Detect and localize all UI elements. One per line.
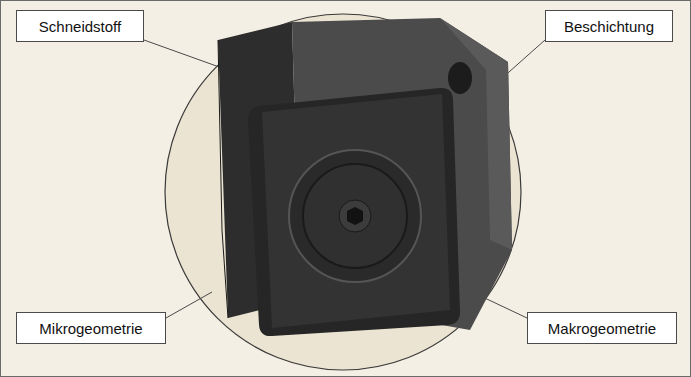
label-box: Makrogeometrie <box>527 312 677 344</box>
detail-circle <box>165 14 521 370</box>
label-box: Mikrogeometrie <box>16 312 166 344</box>
label-box: Schneidstoff <box>16 10 144 42</box>
cutting-insert <box>248 88 460 336</box>
label-box: Beschichtung <box>545 10 673 42</box>
part-label: Makrogeometrie <box>542 320 662 337</box>
part-label: Schneidstoff <box>33 18 127 35</box>
part-label: Beschichtung <box>558 18 660 35</box>
part-label: Mikrogeometrie <box>33 320 148 337</box>
